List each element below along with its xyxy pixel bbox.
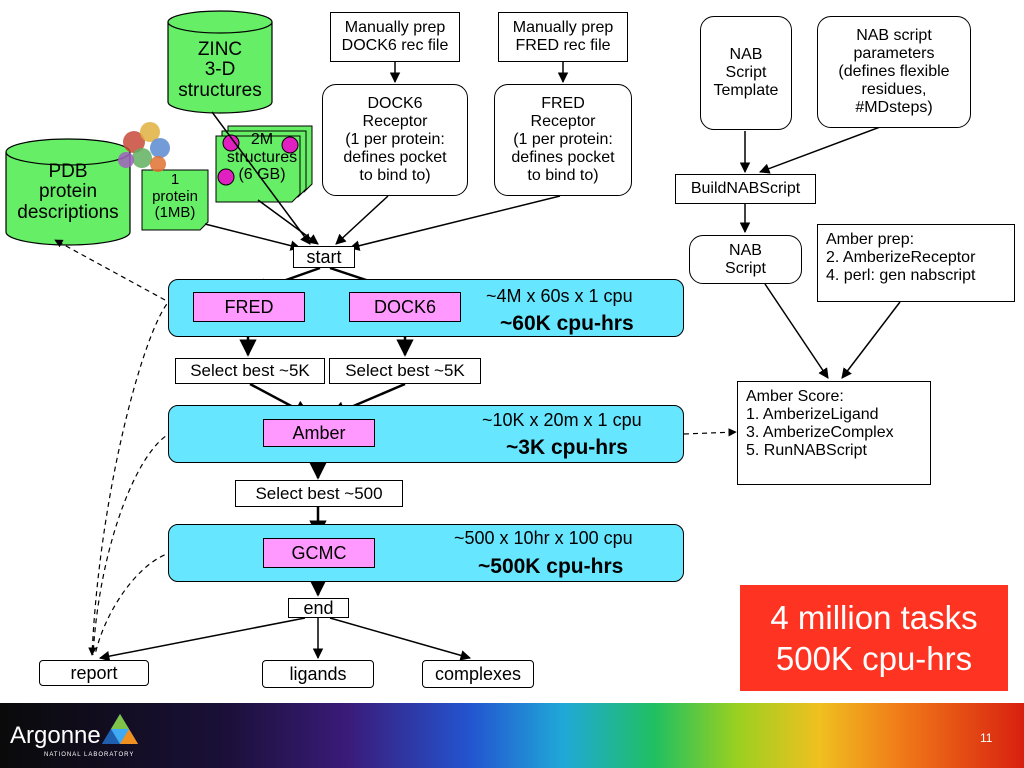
dock6-prep-box: Manually prep DOCK6 rec file — [330, 12, 460, 62]
protein-label: 1 protein (1MB) — [152, 171, 198, 221]
molecule-dots-icon — [217, 134, 299, 186]
fred-task: FRED — [193, 292, 305, 322]
select-best-500: Select best ~500 — [235, 480, 403, 507]
ligands-output: ligands — [262, 660, 374, 688]
gcmc-task: GCMC — [263, 538, 375, 568]
amber-task: Amber — [263, 419, 375, 447]
nab-params-box: NAB script parameters (defines flexible … — [817, 16, 971, 128]
argonne-logo-subtitle: NATIONAL LABORATORY — [44, 752, 135, 758]
nab-script-box: NAB Script — [689, 235, 802, 284]
argonne-triangle-icon — [102, 714, 138, 744]
report-output: report — [39, 660, 149, 686]
stage3-total: ~500K cpu-hrs — [478, 555, 624, 578]
select-best-dock6: Select best ~5K — [329, 358, 481, 384]
build-nab-script-box: BuildNABScript — [675, 174, 816, 204]
stage-gcmc — [168, 524, 684, 582]
zinc-cylinder — [167, 10, 273, 114]
summary-tasks: 4 million tasks — [770, 598, 978, 636]
argonne-logo: Argonne — [10, 722, 101, 749]
protein-document — [141, 169, 209, 231]
stage1-total: ~60K cpu-hrs — [500, 312, 634, 335]
stage2-total: ~3K cpu-hrs — [506, 436, 628, 459]
complexes-output: complexes — [422, 660, 534, 688]
nab-template-box: NAB Script Template — [700, 16, 792, 130]
fred-receptor-box: FRED Receptor (1 per protein: defines po… — [494, 84, 632, 196]
summary-cpu-hours: 500K cpu-hrs — [775, 640, 973, 677]
footer-bar — [0, 703, 1024, 768]
start-node: start — [293, 246, 355, 268]
page-number: 11 — [980, 731, 993, 745]
structures-label: 2M structures (6 GB) — [226, 131, 298, 184]
select-best-fred: Select best ~5K — [175, 358, 325, 384]
protein-structure-icon — [118, 122, 170, 172]
stage-amber — [168, 405, 684, 463]
summary-box: 4 million tasks 500K cpu-hrs — [740, 585, 1008, 691]
dock6-task: DOCK6 — [349, 292, 461, 322]
pdb-cylinder — [5, 138, 131, 246]
amber-prep-box: Amber prep: 2. AmberizeReceptor 4. perl:… — [817, 224, 1015, 302]
fred-prep-box: Manually prep FRED rec file — [498, 12, 628, 62]
stage3-calc: ~500 x 10hr x 100 cpu — [454, 528, 633, 548]
amber-score-box: Amber Score: 1. AmberizeLigand 3. Amberi… — [737, 381, 931, 485]
pdb-label: PDB protein descriptions — [17, 161, 119, 223]
dock6-receptor-box: DOCK6 Receptor (1 per protein: defines p… — [322, 84, 468, 196]
stage1-calc: ~4M x 60s x 1 cpu — [486, 286, 633, 306]
zinc-label: ZINC 3-D structures — [178, 39, 262, 101]
stage2-calc: ~10K x 20m x 1 cpu — [482, 410, 642, 430]
end-node: end — [288, 598, 349, 618]
